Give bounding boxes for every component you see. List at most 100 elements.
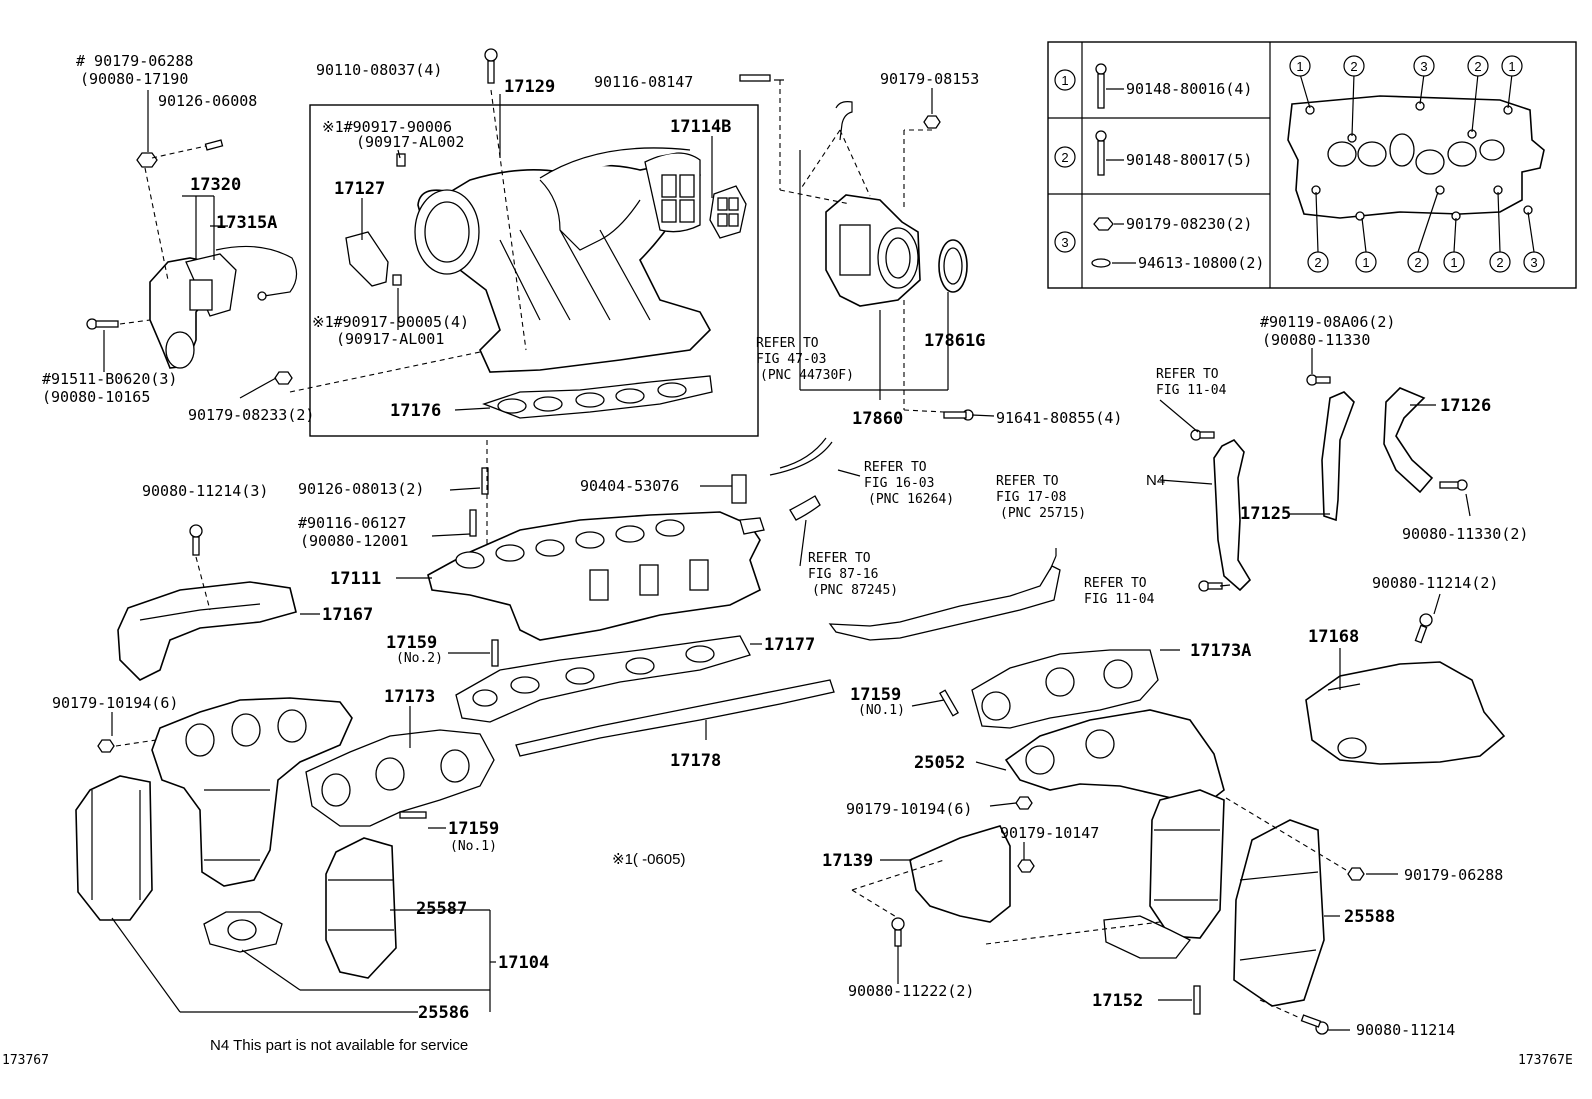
label-17104: 17104 bbox=[498, 953, 549, 973]
svg-text:1: 1 bbox=[1061, 73, 1068, 88]
label-90126-06008: 90126-06008 bbox=[158, 92, 257, 110]
bolt-icon bbox=[1300, 1014, 1329, 1035]
label-17168: 17168 bbox=[1308, 627, 1359, 647]
heat-shield-17168 bbox=[1305, 661, 1506, 765]
bracket-17125 bbox=[1321, 391, 1355, 522]
bolt-icon bbox=[1095, 63, 1107, 109]
gasket-17177 bbox=[455, 635, 751, 723]
label-17129: 17129 bbox=[504, 77, 555, 97]
label-17860: 17860 bbox=[852, 409, 903, 429]
label-90917-90006: ※1#90917-90006 bbox=[322, 118, 452, 136]
label-25052: 25052 bbox=[914, 753, 965, 773]
stud-icon bbox=[399, 811, 427, 819]
label-17178: 17178 bbox=[670, 751, 721, 771]
bolt-icon bbox=[189, 524, 203, 556]
svg-text:1: 1 bbox=[1362, 255, 1369, 270]
clip-icon bbox=[392, 274, 402, 286]
refer-11-line1: REFER TO bbox=[1156, 367, 1219, 382]
svg-text:2: 2 bbox=[1414, 255, 1421, 270]
label-25587: 25587 bbox=[416, 899, 467, 919]
bolt-icon bbox=[1190, 429, 1215, 441]
label-17861g: 17861G bbox=[924, 331, 985, 351]
svg-text:2: 2 bbox=[1061, 150, 1068, 165]
refer-47-line1: REFER TO bbox=[756, 336, 819, 351]
label-90179-10194-right: 90179-10194(6) bbox=[846, 800, 972, 818]
bolt-icon bbox=[86, 318, 119, 330]
refer-11c-line1: REFER TO bbox=[1084, 576, 1147, 591]
gasket-17861g bbox=[938, 239, 968, 293]
note-applicability: ※1( -0605) bbox=[612, 851, 685, 868]
bracket-n4 bbox=[1213, 439, 1252, 592]
nut-icon bbox=[1017, 859, 1035, 873]
label-17127: 17127 bbox=[334, 179, 385, 199]
bolt-icon bbox=[1306, 374, 1331, 386]
bolt-icon bbox=[1414, 613, 1433, 644]
diagram-code-right: 173767E bbox=[1518, 1053, 1573, 1068]
gasket-17127 bbox=[345, 231, 389, 287]
label-90080-17190: (90080-17190 bbox=[80, 70, 188, 88]
label-17159-no1-left-sub: (No.1) bbox=[450, 839, 497, 854]
exhaust-flange-gasket bbox=[203, 911, 283, 953]
svg-text:2: 2 bbox=[1474, 59, 1481, 74]
label-17114b: 17114B bbox=[670, 117, 731, 137]
nut-icon bbox=[1347, 867, 1365, 881]
refer-16-line1: REFER TO bbox=[864, 460, 927, 475]
svg-text:2: 2 bbox=[1350, 59, 1357, 74]
lower-intake-manifold bbox=[427, 511, 765, 641]
washer-icon bbox=[1091, 258, 1111, 268]
legend-part-3a: 90179-08230(2) bbox=[1126, 215, 1252, 233]
throttle-body bbox=[825, 101, 921, 307]
svg-text:1: 1 bbox=[1508, 59, 1515, 74]
stud-icon bbox=[739, 74, 771, 82]
label-17173: 17173 bbox=[384, 687, 435, 707]
refer-17-line1: REFER TO bbox=[996, 474, 1059, 489]
refer-87-line3: (PNC 87245) bbox=[812, 583, 898, 598]
bolt-icon bbox=[1439, 479, 1468, 491]
label-17176: 17176 bbox=[390, 401, 441, 421]
bolt-legend-table: 1 2 3 90148-80016(4) 90148-80017(5) 9017… bbox=[1047, 41, 1577, 289]
label-91641-80855: 91641-80855(4) bbox=[996, 409, 1122, 427]
nut-icon bbox=[97, 739, 115, 753]
label-90917-90005: ※1#90917-90005(4) bbox=[312, 313, 469, 331]
gasket-17176 bbox=[482, 375, 713, 419]
label-17320: 17320 bbox=[190, 175, 241, 195]
leader-lines bbox=[103, 79, 1471, 1031]
refer-87-line1: REFER TO bbox=[808, 551, 871, 566]
svg-text:2: 2 bbox=[1496, 255, 1503, 270]
bracket-17126 bbox=[1383, 387, 1434, 494]
gasket-17114b bbox=[709, 185, 747, 239]
upper-intake-manifold bbox=[414, 147, 711, 373]
nut-icon bbox=[1015, 796, 1033, 810]
bolt-icon bbox=[943, 409, 974, 421]
label-90080-11214-2: 90080-11214(2) bbox=[1372, 574, 1498, 592]
pcv-fitting bbox=[731, 474, 747, 504]
upper-intake-group bbox=[309, 104, 759, 437]
footnote-n4: N4 This part is not available for servic… bbox=[210, 1037, 468, 1054]
bolt-icon bbox=[1095, 130, 1107, 176]
label-17139: 17139 bbox=[822, 851, 873, 871]
heat-shield-17167 bbox=[117, 581, 297, 681]
svg-text:3: 3 bbox=[1061, 235, 1068, 250]
bolt-pattern-sketch: 1 2 3 2 1 2 1 2 1 2 3 bbox=[1287, 55, 1545, 273]
refer-16-line3: (PNC 16264) bbox=[868, 492, 954, 507]
refer-17-line2: FIG 17-08 bbox=[996, 490, 1066, 505]
label-90080-11222: 90080-11222(2) bbox=[848, 982, 974, 1000]
svg-text:2: 2 bbox=[1314, 255, 1321, 270]
refer-11-line2: FIG 11-04 bbox=[1156, 383, 1227, 398]
nut-icon bbox=[274, 371, 293, 385]
svg-text:1: 1 bbox=[1296, 59, 1303, 74]
legend-part-2: 90148-80017(5) bbox=[1126, 151, 1252, 169]
refer-47-line2: FIG 47-03 bbox=[756, 352, 826, 367]
iac-valve-assembly bbox=[149, 245, 298, 369]
stud-icon bbox=[491, 639, 499, 667]
svg-text:1: 1 bbox=[1450, 255, 1457, 270]
label-90179-06288: # 90179-06288 bbox=[76, 52, 193, 70]
label-17125: 17125 bbox=[1240, 504, 1291, 524]
catalytic-converter-25586 bbox=[75, 775, 153, 921]
legend-part-3b: 94613-10800(2) bbox=[1138, 254, 1264, 272]
bolt-icon bbox=[1198, 580, 1223, 592]
stud-icon bbox=[469, 509, 477, 537]
label-90179-10194-left: 90179-10194(6) bbox=[52, 694, 178, 712]
bolt-icon bbox=[891, 917, 905, 947]
